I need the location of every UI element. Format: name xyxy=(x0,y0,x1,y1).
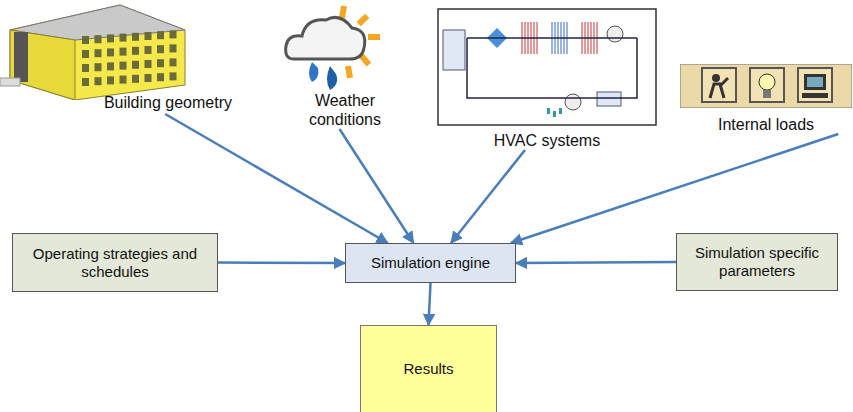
weather-illustration xyxy=(282,4,382,94)
image-caption: HVAC systems xyxy=(437,8,657,150)
box-label: Simulation specific parameters xyxy=(685,244,829,280)
box-label: Simulation engine xyxy=(371,254,490,272)
flow-arrow xyxy=(165,114,388,243)
flow-arrow xyxy=(429,283,431,325)
flow-arrow xyxy=(340,129,414,243)
box-label: Operating strategies and schedules xyxy=(21,245,209,281)
process-box: Simulation specific parameters xyxy=(676,233,838,291)
process-box: Simulation engine xyxy=(345,243,516,283)
process-box: Operating strategies and schedules xyxy=(12,233,218,292)
result-box: Results xyxy=(360,325,497,412)
building-illustration xyxy=(0,0,190,100)
hvac-schematic xyxy=(437,8,657,126)
flow-arrow xyxy=(516,262,676,263)
caption-text: Building geometry xyxy=(104,93,232,112)
internal-loads-icons xyxy=(680,64,852,108)
image-caption: Internal loads xyxy=(680,64,852,134)
caption-text: HVAC systems xyxy=(494,131,600,150)
image-caption: Building geometry xyxy=(0,0,236,114)
caption-text: Weather conditions xyxy=(290,91,400,129)
image-caption: Weather conditions xyxy=(290,2,400,129)
flow-arrow xyxy=(218,261,345,264)
box-label: Results xyxy=(403,360,453,378)
flow-arrow xyxy=(511,134,838,243)
flow-arrow xyxy=(451,150,525,243)
caption-text: Internal loads xyxy=(718,115,814,134)
